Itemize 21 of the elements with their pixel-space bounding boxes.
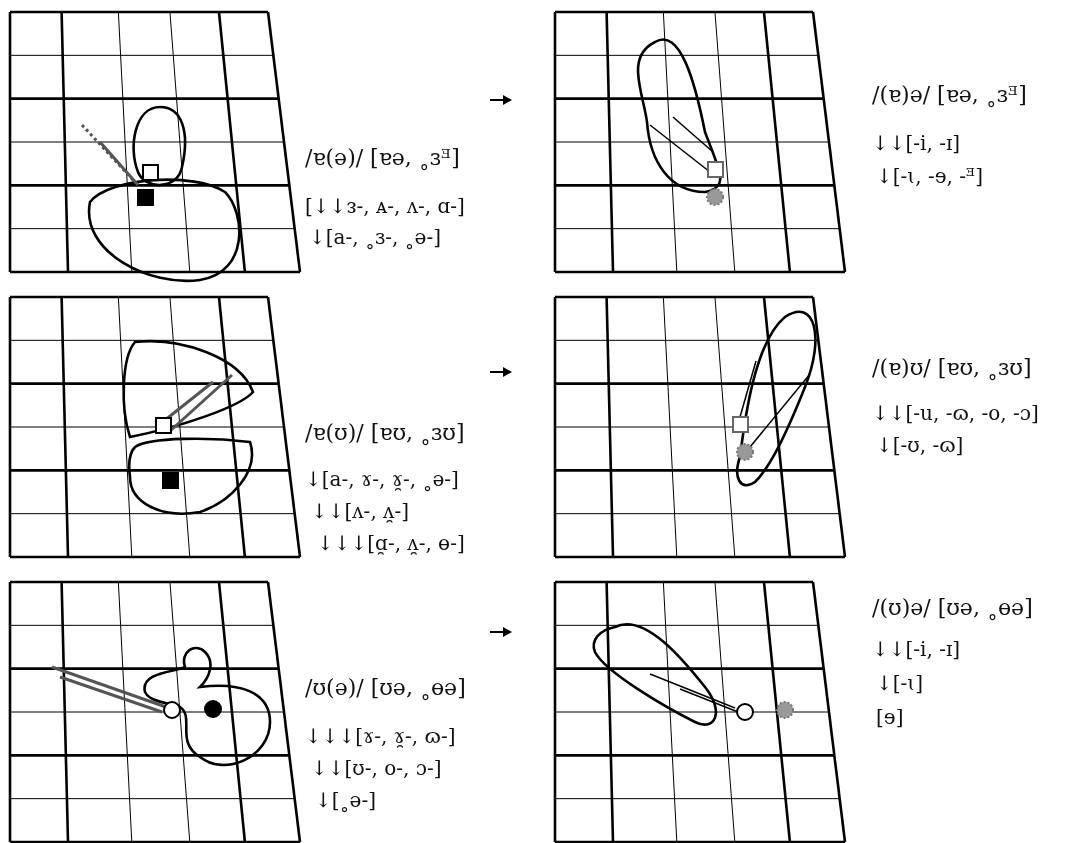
phonetic-transcription: ↓↓[-i, -ɪ] [872, 132, 961, 155]
phonetic-transcription: ↓[-ɩ] [876, 672, 923, 695]
phonetic-transcription: /ɐ(ə)/ [ɐə, ˳ɜᴲ] [305, 145, 460, 171]
phonetic-transcription: ↓↓[ʌ-, ʌ̯-] [311, 500, 409, 523]
phonetic-transcription: ↓[-ʊ, -ɷ] [876, 434, 964, 457]
phonetic-transcription: ↓[a-, ˳ɜ-, ˳ə-] [309, 226, 441, 249]
phonetic-transcription: [ɘ] [876, 706, 904, 729]
phonetic-transcription: ↓[˳ə-] [315, 789, 376, 812]
phonetic-transcription: ↓↓↓[ɑ̯-, ʌ̯-, ɵ-] [317, 532, 465, 555]
phonetic-transcription: /(ɐ)ə/ [ɐə, ˳ɜᴲ] [872, 82, 1027, 108]
phonetic-transcription: /(ɐ)ʊ/ [ɐʊ, ˳ɜʊ] [872, 355, 1032, 381]
phonetic-transcription: /ʊ(ə)/ [ʊə, ˳ɵə] [305, 675, 466, 701]
phonetic-transcription: ↓↓↓[ɤ-, ɤ̯-, ɷ-] [305, 725, 456, 748]
phonetic-transcription: /ɐ(ʊ)/ [ɐʊ, ˳ɜʊ] [305, 420, 465, 446]
phonetic-transcription: ↓↓[-u, -ɷ, -o, -ɔ] [872, 402, 1039, 425]
phonetic-transcription: ↓[-ɩ, -ɘ, -ᴲ] [876, 165, 983, 188]
phonetic-transcription: /(ʊ)ə/ [ʊə, ˳ɵə] [872, 595, 1033, 621]
phonetic-transcription: ↓↓[-i, -ɪ] [872, 638, 961, 661]
phonetic-transcription: ↓[a-, ɤ-, ɤ̯-, ˳ə-] [305, 468, 459, 491]
phonetic-transcription: ↓↓[ʊ-, o-, ɔ-] [311, 757, 442, 780]
phonetic-transcription: [↓↓ᴈ-, ᴀ-, ʌ-, ɑ-] [305, 195, 465, 218]
